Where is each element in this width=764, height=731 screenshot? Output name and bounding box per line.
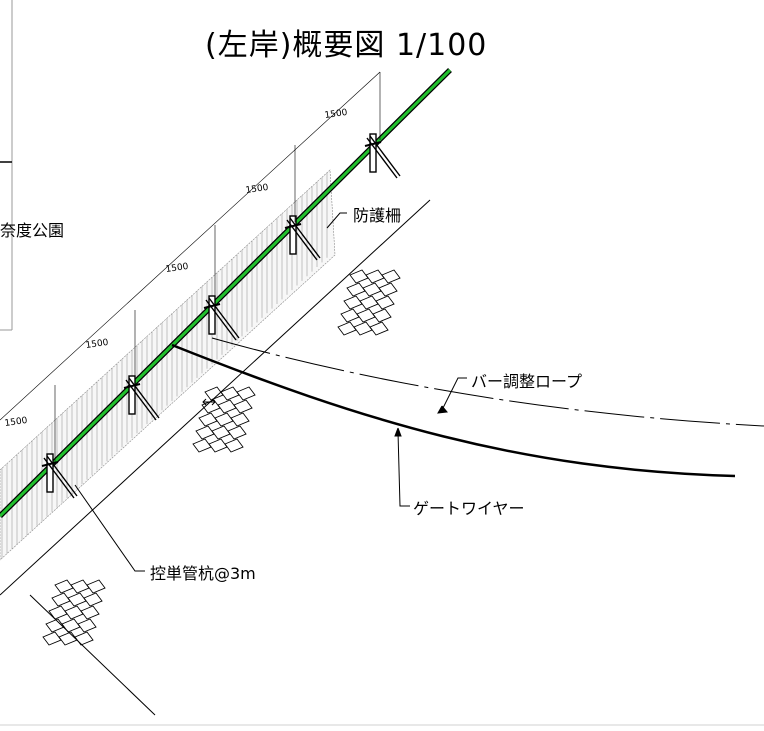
post xyxy=(284,215,321,261)
stone-patch xyxy=(192,386,256,453)
leader-lines xyxy=(74,212,467,572)
gate-wire-label: ゲートワイヤー xyxy=(413,499,525,518)
park-label: 奈度公園 xyxy=(0,221,65,240)
stone-patch xyxy=(42,579,106,646)
dimension-label: 1500 xyxy=(85,338,109,351)
fence-label: 防護柵 xyxy=(353,206,402,225)
posts xyxy=(41,133,401,499)
gate-wire xyxy=(171,343,736,478)
dimension-label: 1500 xyxy=(245,183,269,196)
dimension-lines xyxy=(0,71,381,462)
post xyxy=(364,133,401,179)
stone-masonry xyxy=(42,269,401,646)
stone-patch xyxy=(337,269,401,336)
dimension-label: 1500 xyxy=(165,262,189,275)
left-panel-frame xyxy=(0,0,13,331)
page-title: (左岸)概要図 1/100 xyxy=(205,28,488,63)
post xyxy=(41,453,78,499)
dimension-label: 1500 xyxy=(4,416,28,429)
bar-rope-label: バー調整ロープ xyxy=(471,372,583,391)
pile-label: 控単管杭@3m xyxy=(150,564,256,583)
dimension-label: 1500 xyxy=(324,108,348,121)
post xyxy=(203,295,240,341)
post xyxy=(123,375,160,421)
bar-rope xyxy=(211,337,764,427)
